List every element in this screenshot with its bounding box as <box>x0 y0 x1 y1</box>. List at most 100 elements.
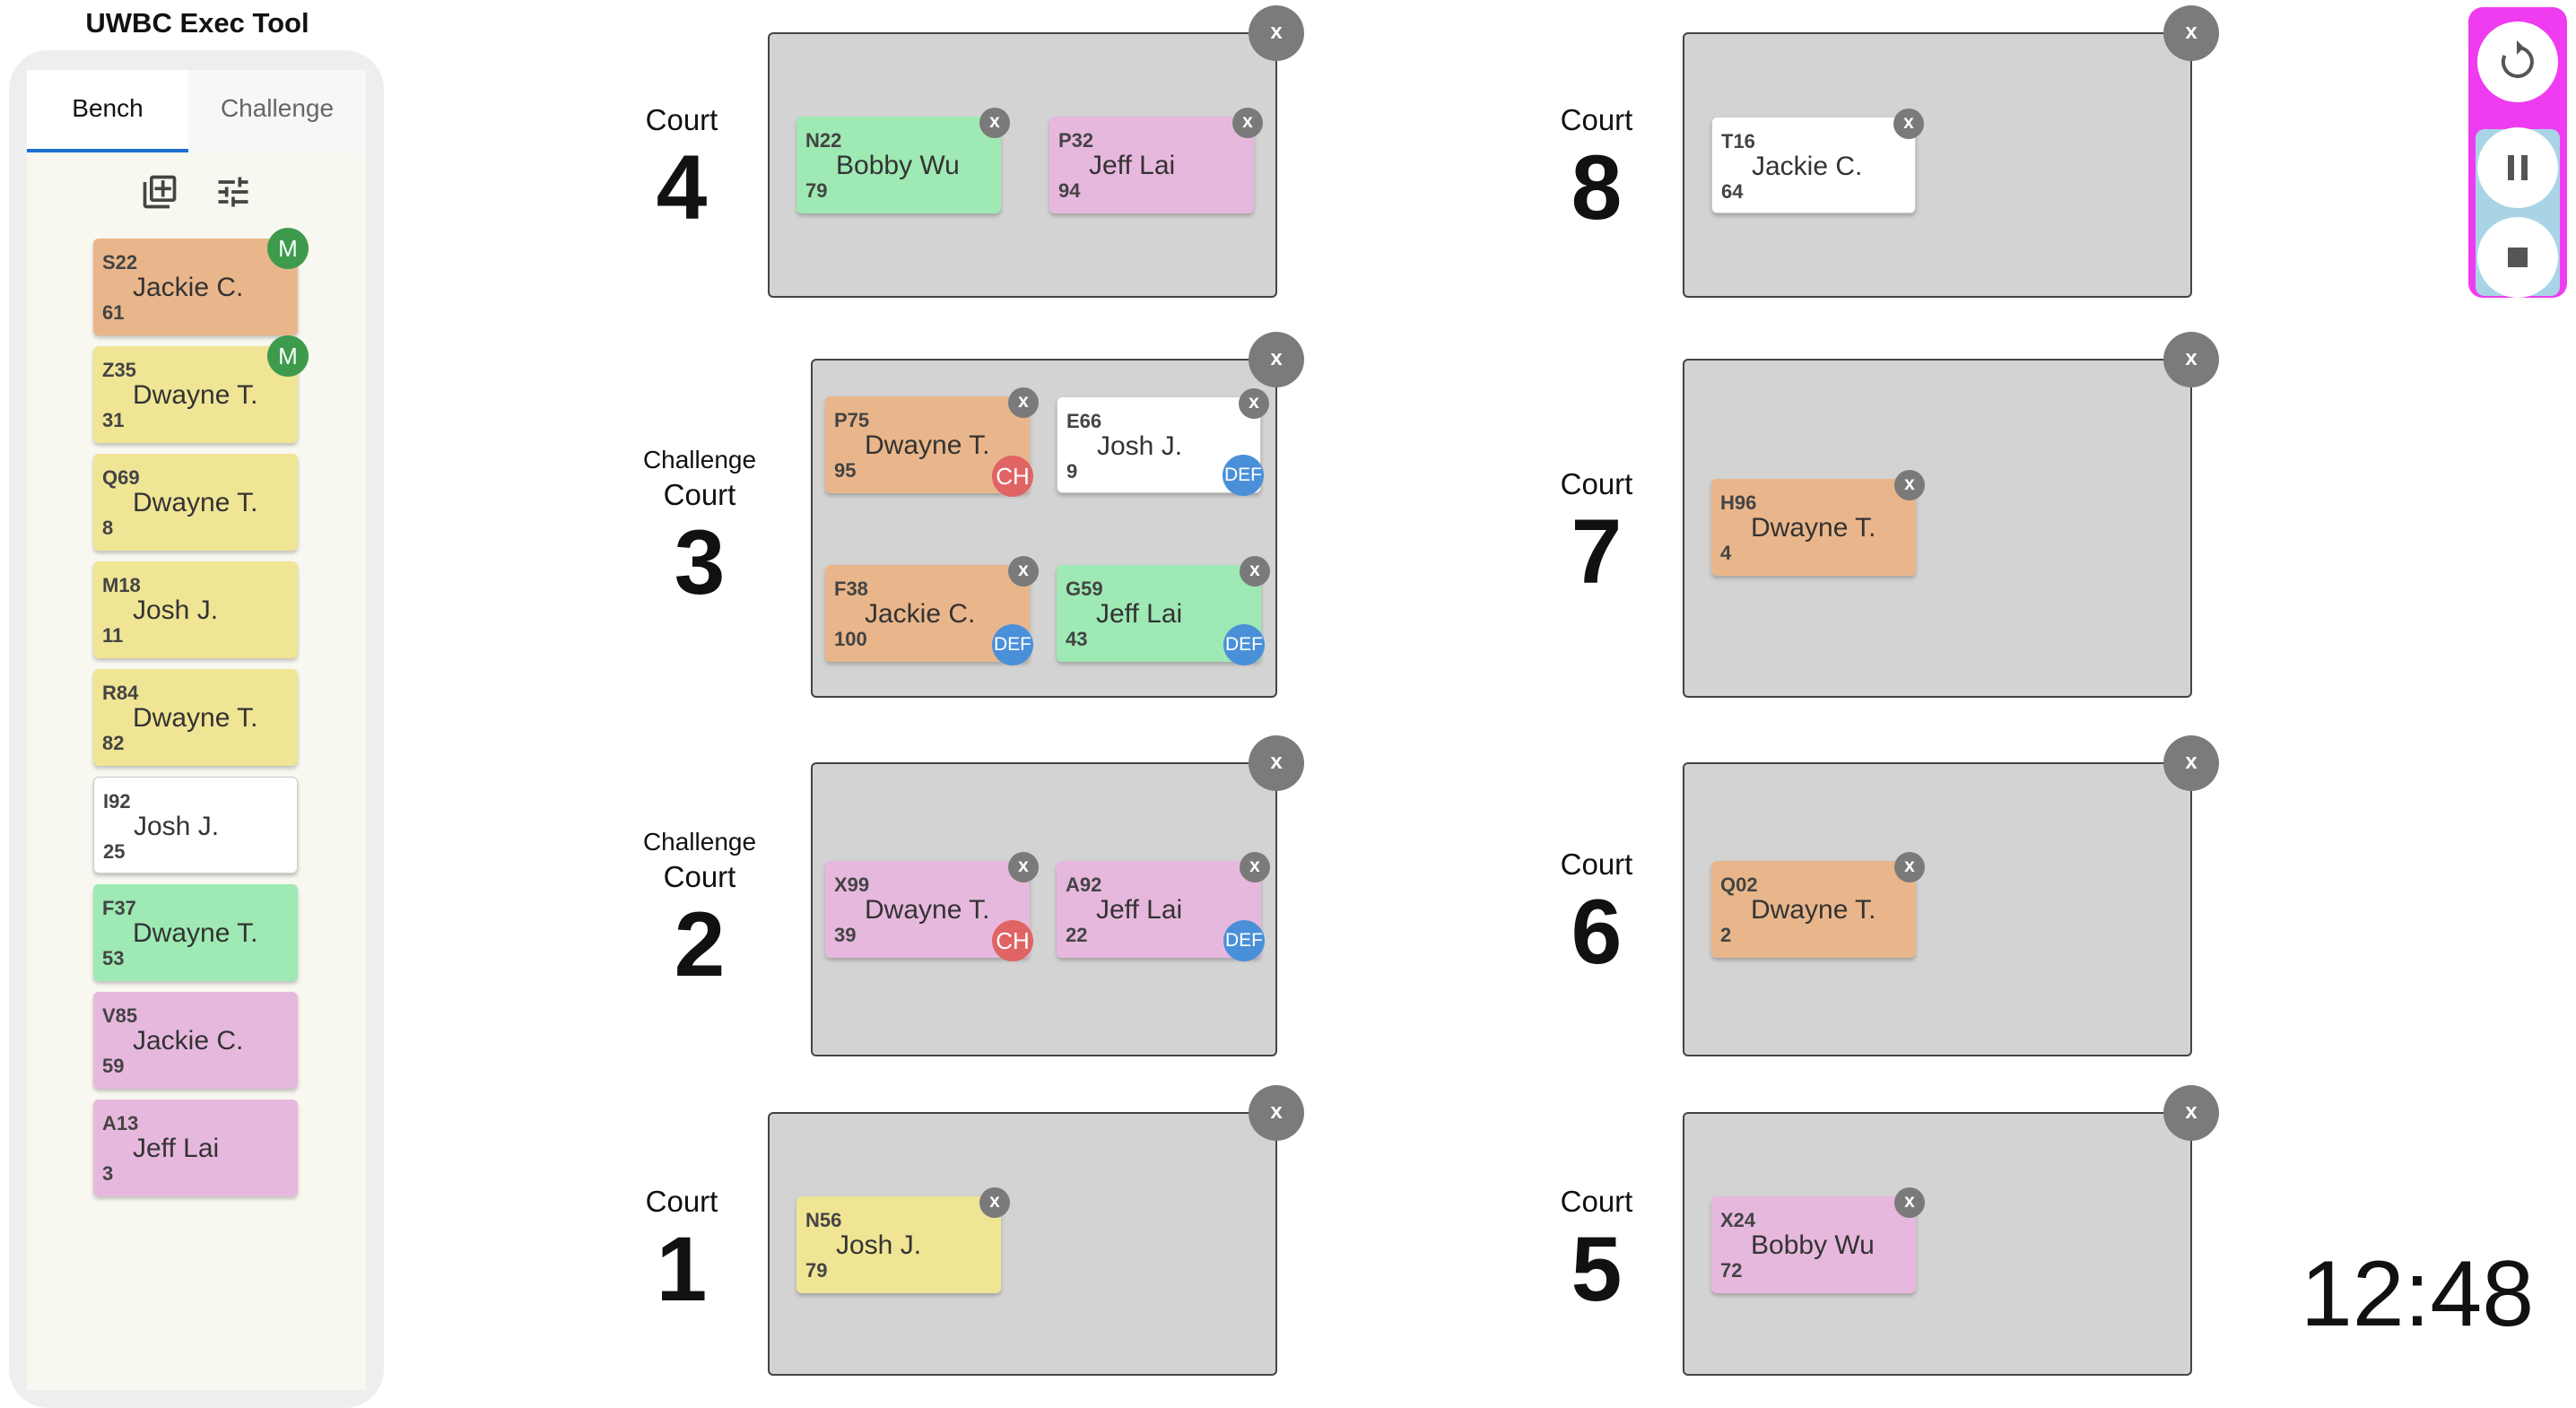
tab-bench[interactable]: Bench <box>27 70 188 152</box>
clear-court-2-button[interactable]: x <box>1249 735 1304 791</box>
player-name: Dwayne T. <box>133 918 258 948</box>
match-badge: M <box>267 335 309 377</box>
stop-button[interactable] <box>2477 217 2558 298</box>
remove-player-button[interactable]: x <box>1240 852 1270 882</box>
player-name: Jackie C. <box>133 1026 244 1056</box>
remove-player-button[interactable]: x <box>1894 852 1925 882</box>
remove-player-button[interactable]: x <box>1232 108 1263 138</box>
player-code: M18 <box>102 574 141 596</box>
clear-court-5-button[interactable]: x <box>2163 1085 2219 1141</box>
add-box-icon[interactable] <box>140 172 179 212</box>
clear-court-6-button[interactable]: x <box>2163 735 2219 791</box>
player-number: 4 <box>1720 542 1732 564</box>
remove-player-button[interactable]: x <box>1894 470 1925 500</box>
remove-player-button[interactable]: x <box>1239 388 1269 419</box>
player-name: Jackie C. <box>133 273 244 302</box>
remove-player-button[interactable]: x <box>1008 387 1039 418</box>
clear-court-1-button[interactable]: x <box>1249 1085 1304 1141</box>
player-name: Dwayne T. <box>865 430 990 460</box>
timer-controls <box>2468 7 2567 298</box>
court-word: Court <box>645 1185 718 1218</box>
reset-button[interactable] <box>2477 22 2558 102</box>
tab-bar: Bench Challenge <box>27 70 366 152</box>
challenger-badge: CH <box>992 456 1033 497</box>
player-code: Z35 <box>102 359 136 381</box>
player-name: Jeff Lai <box>1096 599 1183 629</box>
court-number: 1 <box>656 1218 708 1320</box>
player-code: X99 <box>834 873 870 896</box>
sliders-icon[interactable] <box>213 172 253 212</box>
remove-player-button[interactable]: x <box>1008 556 1039 587</box>
remove-player-button[interactable]: x <box>979 1187 1010 1218</box>
player-name: Dwayne T. <box>133 488 258 517</box>
remove-player-button[interactable]: x <box>1008 852 1039 882</box>
player-number: 64 <box>1721 180 1744 203</box>
clear-court-3-button[interactable]: x <box>1249 332 1304 387</box>
remove-player-button[interactable]: x <box>1893 109 1924 139</box>
defender-badge: DEF <box>1223 624 1265 665</box>
defender-badge: DEF <box>1223 455 1264 496</box>
player-number: 82 <box>102 732 125 754</box>
player-code: E66 <box>1066 410 1102 432</box>
clear-court-7-button[interactable]: x <box>2163 332 2219 387</box>
player-number: 53 <box>102 947 125 969</box>
player-number: 72 <box>1720 1259 1743 1282</box>
remove-player-button[interactable]: x <box>1240 556 1270 587</box>
court-number: 2 <box>674 893 726 995</box>
remove-player-button[interactable]: x <box>1894 1187 1925 1218</box>
player-number: 95 <box>834 459 857 482</box>
clock: 12:48 <box>2300 1242 2535 1346</box>
court-word: Court <box>1560 847 1633 881</box>
pause-button[interactable] <box>2477 127 2558 208</box>
player-name: Bobby Wu <box>836 151 960 180</box>
player-name: Bobby Wu <box>1751 1230 1875 1260</box>
player-number: 3 <box>102 1162 114 1185</box>
tab-challenge[interactable]: Challenge <box>220 94 335 122</box>
clear-court-8-button[interactable]: x <box>2163 5 2219 61</box>
player-number: 61 <box>102 301 125 324</box>
remove-player-button[interactable]: x <box>979 108 1010 138</box>
pause-icon <box>2508 155 2528 180</box>
player-code: A92 <box>1066 873 1102 896</box>
player-code: Q02 <box>1720 873 1758 896</box>
clear-court-4-button[interactable]: x <box>1249 5 1304 61</box>
court-word: Court <box>1560 1185 1633 1218</box>
match-badge: M <box>267 228 309 269</box>
